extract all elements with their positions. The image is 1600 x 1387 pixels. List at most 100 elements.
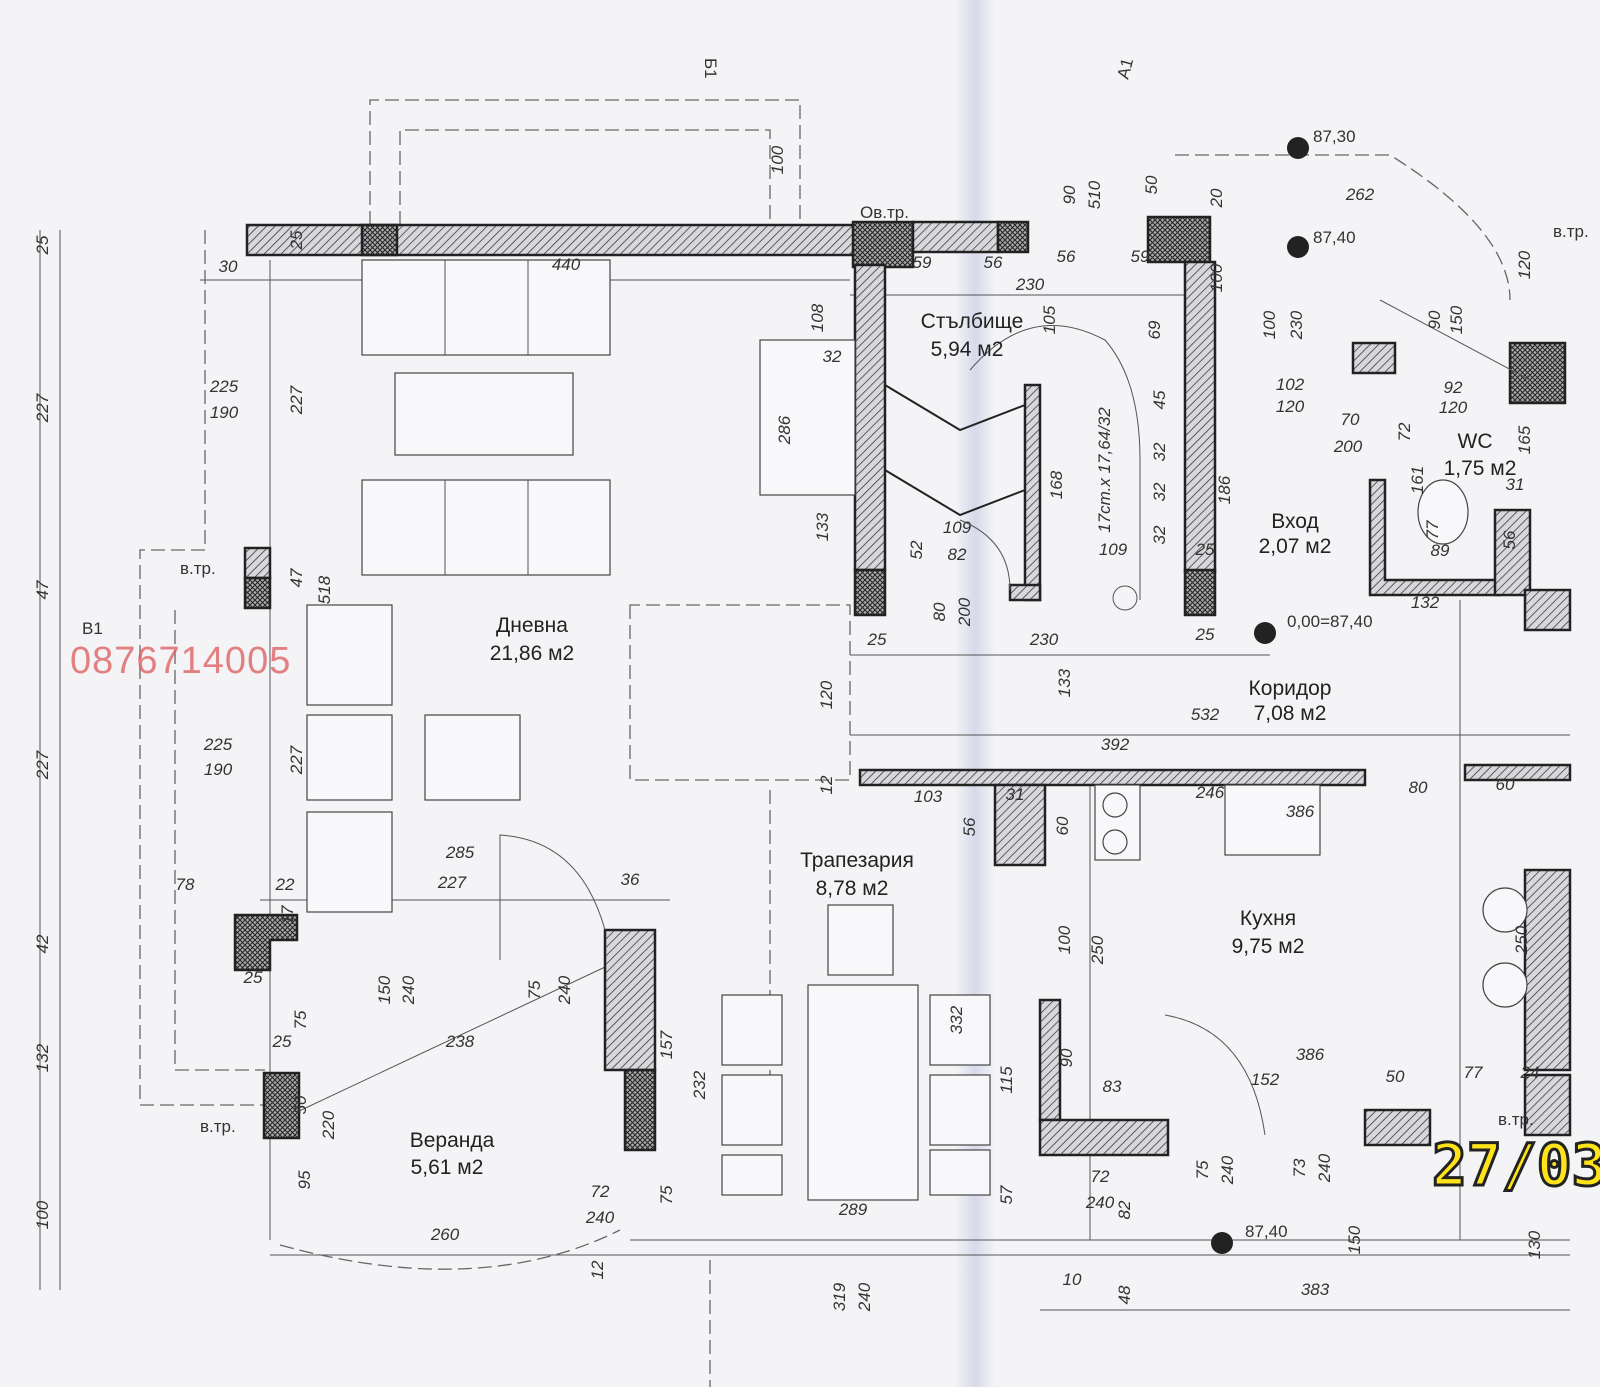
dimension-label: 186 bbox=[1215, 475, 1234, 504]
dimension-label: 518 bbox=[315, 575, 334, 604]
room-area-living: 21,86 м2 bbox=[490, 642, 575, 665]
dimension-label: 440 bbox=[552, 255, 581, 274]
dimension-label: 240 bbox=[855, 1282, 874, 1312]
room-name-living: Дневна bbox=[496, 614, 568, 637]
dimension-label: 90 bbox=[1425, 310, 1444, 329]
dimension-label: 250 bbox=[1512, 925, 1531, 955]
level-label: 87,40 bbox=[1313, 228, 1356, 247]
dimension-label: 78 bbox=[176, 875, 195, 894]
dimension-label: 59 bbox=[913, 253, 932, 272]
dimension-label: 250 bbox=[1088, 935, 1107, 965]
dimension-label: 115 bbox=[997, 1066, 1016, 1094]
dimension-label: 50 bbox=[291, 1095, 310, 1114]
dimension-label: 220 bbox=[319, 1110, 338, 1140]
dimension-label: 95 bbox=[295, 1170, 314, 1189]
dimension-label: 25 bbox=[287, 230, 306, 250]
dimension-label: 190 bbox=[210, 403, 239, 422]
vent-label: Ов.тр. bbox=[860, 203, 909, 222]
dimension-label: 227 bbox=[437, 873, 467, 892]
dimension-label: 100 bbox=[1207, 263, 1226, 292]
dimension-label: 133 bbox=[813, 512, 832, 541]
dimension-label: 24 bbox=[1520, 1063, 1540, 1082]
room-area-dining: 8,78 м2 bbox=[816, 877, 889, 900]
dimension-label: 42 bbox=[33, 934, 52, 953]
dimension-label: 392 bbox=[1101, 735, 1130, 754]
room-labels: Дневна 21,86 м2 Стълбище 5,94 м2 Вход 2,… bbox=[410, 310, 1517, 1179]
dimension-label: 165 bbox=[1515, 425, 1534, 454]
dimension-label: 56 bbox=[984, 253, 1003, 272]
dimension-label: 60 bbox=[1053, 816, 1072, 835]
room-name-dining: Трапезария bbox=[800, 849, 914, 872]
dimension-label: 386 bbox=[1296, 1045, 1325, 1064]
dimension-label: 285 bbox=[445, 843, 475, 862]
dimension-label: 510 bbox=[1085, 180, 1104, 209]
dimension-label: 102 bbox=[1276, 375, 1305, 394]
dimension-label: 332 bbox=[947, 1005, 966, 1034]
section-marks: Б1 А1 В1 bbox=[82, 56, 1137, 638]
dimension-label: 262 bbox=[1345, 185, 1375, 204]
dimension-label: 31 bbox=[1506, 475, 1525, 494]
dimension-label: 72 bbox=[591, 1182, 610, 1201]
dimension-label: 47 bbox=[287, 568, 306, 587]
dimension-label: 32 bbox=[1150, 525, 1169, 544]
dimension-label: 200 bbox=[1333, 437, 1363, 456]
vent-labels: в.тр. в.тр. в.тр. Ов.тр. в.тр. bbox=[180, 203, 1589, 1136]
dimension-label: 132 bbox=[1411, 593, 1440, 612]
room-name-stair: Стълбище bbox=[921, 310, 1024, 333]
section-mark: В1 bbox=[82, 619, 103, 638]
dimension-label: 230 bbox=[1287, 310, 1306, 340]
dimension-label: 75 bbox=[525, 980, 544, 999]
dimension-label: 12 bbox=[817, 775, 836, 794]
dimension-label: 286 bbox=[775, 415, 794, 445]
dimension-label: 227 bbox=[33, 393, 52, 423]
dimension-label: 25 bbox=[243, 968, 263, 987]
dimension-label: 10 bbox=[1063, 1270, 1082, 1289]
dashed-outlines bbox=[139, 99, 1511, 1387]
level-marks: 87,30 87,40 0,00=87,40 87,40 bbox=[1211, 127, 1373, 1254]
dimension-label: 240 bbox=[555, 975, 574, 1005]
room-area-wc: 1,75 м2 bbox=[1444, 457, 1517, 480]
dimension-label: 100 bbox=[33, 1200, 52, 1229]
dimension-label: 120 bbox=[1276, 397, 1305, 416]
dimension-label: 56 bbox=[960, 817, 979, 836]
dimension-label: 72 bbox=[1395, 422, 1414, 441]
dimension-label: 240 bbox=[585, 1208, 615, 1227]
dimension-label: 227 bbox=[33, 750, 52, 780]
dimension-label: 17 bbox=[278, 905, 297, 924]
dimension-label: 109 bbox=[1099, 540, 1128, 559]
dimension-label: 108 bbox=[808, 303, 827, 332]
phone-watermark: 0876714005 bbox=[70, 640, 292, 682]
dimension-label: 152 bbox=[1251, 1070, 1280, 1089]
dimension-label: 45 bbox=[1150, 390, 1169, 409]
room-name-kitchen: Кухня bbox=[1240, 907, 1296, 930]
dimension-label: 240 bbox=[399, 975, 418, 1005]
room-name-corridor: Коридор bbox=[1249, 677, 1332, 700]
level-label: 87,40 bbox=[1245, 1222, 1288, 1241]
dimension-label: 77 bbox=[1464, 1063, 1483, 1082]
dimension-label: 90 bbox=[1060, 185, 1079, 204]
dimension-label: 133 bbox=[1055, 668, 1074, 697]
dimension-label: 50 bbox=[1142, 175, 1161, 194]
dimension-label: 75 bbox=[657, 1185, 676, 1204]
dimension-label: 225 bbox=[209, 377, 239, 396]
dimension-label: 57 bbox=[997, 1185, 1016, 1204]
dimension-label: 80 bbox=[1409, 778, 1428, 797]
dimension-label: 161 bbox=[1408, 466, 1427, 494]
dimension-label: 47 bbox=[33, 580, 52, 599]
dimension-label: 100 bbox=[1055, 925, 1074, 954]
room-name-wc: WC bbox=[1458, 430, 1493, 453]
dimension-label: 32 bbox=[1150, 442, 1169, 461]
dimension-label: 109 bbox=[943, 518, 972, 537]
dimension-label: 36 bbox=[621, 870, 640, 889]
room-area-veranda: 5,61 м2 bbox=[411, 1156, 484, 1179]
dimension-label: 59 bbox=[1131, 247, 1150, 266]
vent-label: в.тр. bbox=[180, 559, 216, 578]
dimension-label: 25 bbox=[867, 630, 887, 649]
dimension-label: 69 bbox=[1145, 320, 1164, 339]
room-name-entrance: Вход bbox=[1271, 510, 1319, 533]
vent-label: в.тр. bbox=[1498, 1110, 1534, 1129]
dimension-label: 238 bbox=[445, 1032, 475, 1051]
vent-label: в.тр. bbox=[1553, 222, 1589, 241]
dimension-label: 82 bbox=[1115, 1200, 1134, 1219]
